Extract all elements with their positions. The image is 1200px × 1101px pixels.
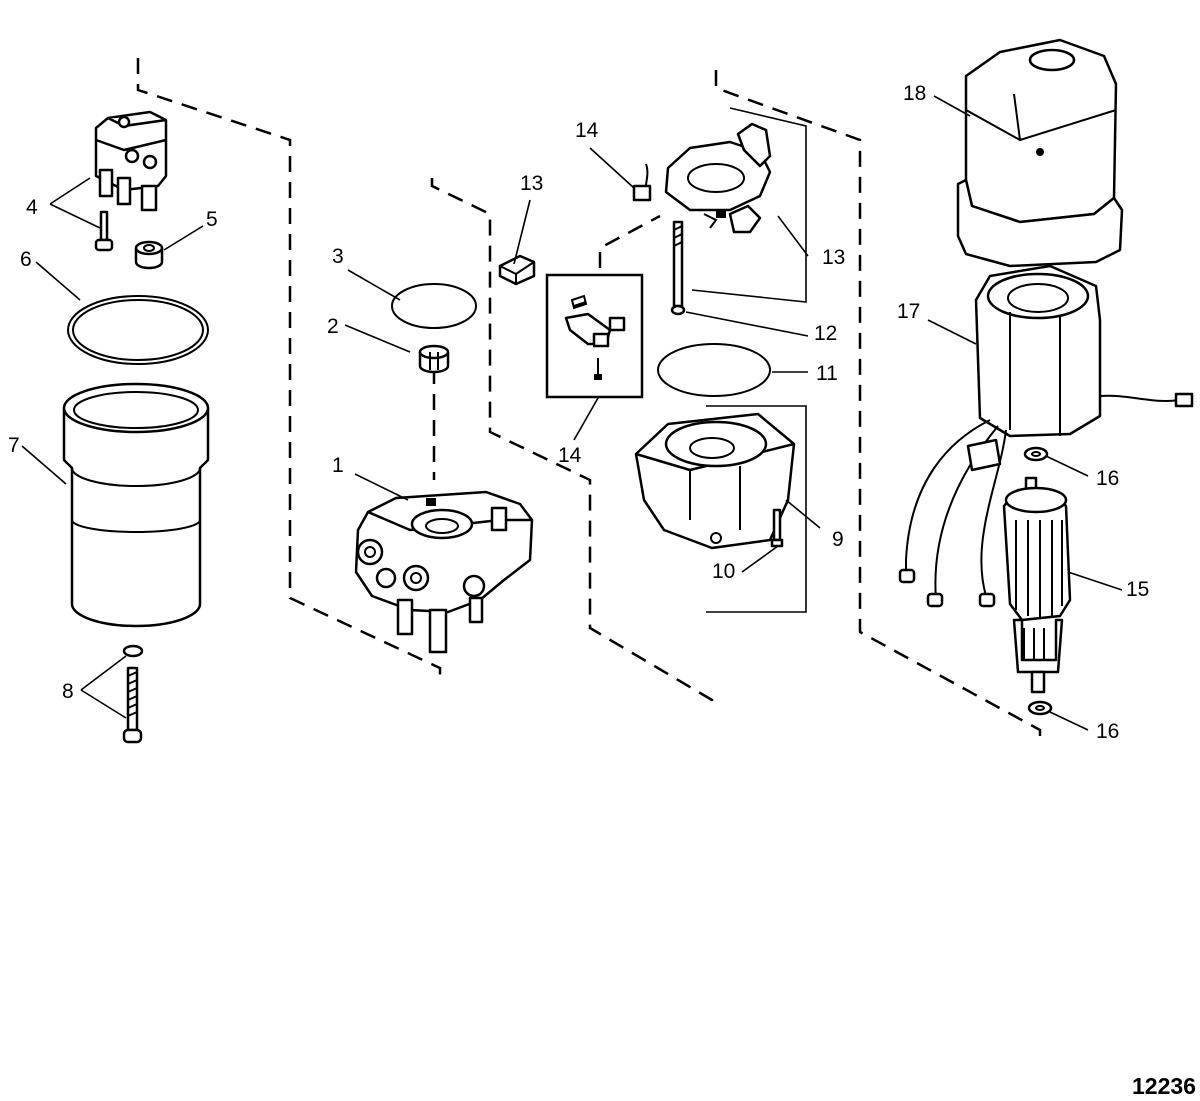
callout-16-upper: 16: [1096, 467, 1119, 490]
part-field-leads: [898, 419, 1007, 608]
part-large-o-ring-6: [67, 295, 209, 365]
callout-2: 2: [327, 315, 339, 338]
part-washer-16-upper: [1023, 446, 1049, 462]
part-washer-16-lower: [1027, 700, 1053, 716]
callout-10: 10: [712, 560, 735, 583]
callout-14-top: 14: [575, 119, 599, 142]
part-brush-clip-13: [498, 254, 536, 286]
callout-labels: 1 2 3 4 5 6 7 8 9 10 11 12 13 13 14 14 1…: [8, 82, 1149, 743]
part-reservoir-7: [62, 382, 210, 628]
part-brush-lead-14: [632, 163, 652, 202]
part-armature-15: [1002, 476, 1072, 694]
callout-12: 12: [814, 322, 837, 345]
callout-1: 1: [332, 454, 344, 477]
callout-6: 6: [20, 248, 32, 271]
callout-9: 9: [832, 528, 844, 551]
part-valve-cover: [94, 110, 168, 212]
callout-15: 15: [1126, 578, 1149, 601]
part-o-ring-3: [391, 283, 477, 329]
part-brush-holder-13: [664, 122, 772, 234]
part-nut-5: [134, 240, 164, 270]
callout-17: 17: [897, 300, 920, 323]
part-brush-kit-14: [545, 273, 644, 399]
part-motor-cover-18: [956, 38, 1124, 268]
part-screw-4: [94, 210, 114, 252]
group-brackets: [691, 107, 807, 613]
callout-13-right: 13: [822, 246, 845, 269]
part-field-frame-17: [974, 264, 1194, 438]
callout-7: 7: [8, 434, 20, 457]
part-pump-body-1: [354, 490, 534, 654]
callout-14-bottom: 14: [558, 444, 582, 467]
callout-13-left: 13: [520, 172, 543, 195]
callout-5: 5: [206, 208, 218, 231]
dashed-assembly-outlines: [136, 58, 1042, 740]
reference-number: 12236: [1132, 1073, 1196, 1099]
callout-18: 18: [903, 82, 926, 105]
callout-4: 4: [26, 196, 38, 219]
part-screw-and-washer-8: [122, 644, 144, 744]
callout-3: 3: [332, 245, 344, 268]
leader-lines: [21, 95, 1123, 731]
part-end-frame-9: [634, 412, 796, 550]
part-coupler-2: [418, 344, 450, 374]
callout-11: 11: [816, 362, 838, 385]
callout-16-lower: 16: [1096, 720, 1119, 743]
part-screw-10: [770, 508, 784, 548]
part-through-bolt-12: [670, 220, 686, 316]
part-o-ring-11: [657, 343, 771, 397]
callout-8: 8: [62, 680, 74, 703]
